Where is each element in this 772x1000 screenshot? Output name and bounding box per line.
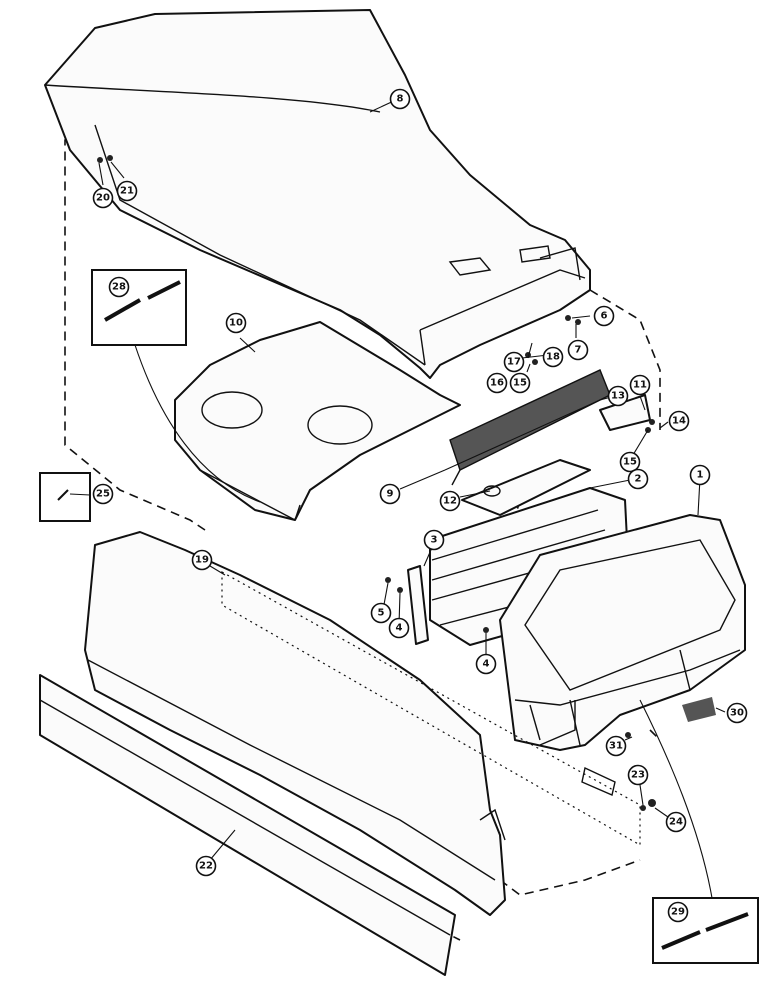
svg-text:15: 15 — [623, 457, 637, 468]
svg-text:13: 13 — [611, 391, 625, 402]
svg-text:8: 8 — [397, 94, 404, 105]
svg-text:15: 15 — [513, 378, 527, 389]
svg-text:25: 25 — [96, 489, 110, 500]
callout-4a: 4 — [388, 617, 410, 639]
callout-19: 19 — [191, 549, 213, 571]
svg-text:5: 5 — [378, 608, 385, 619]
svg-text:17: 17 — [507, 357, 521, 368]
svg-text:9: 9 — [387, 489, 394, 500]
callout-20: 20 — [92, 187, 114, 209]
inset-28 — [91, 269, 261, 503]
svg-text:21: 21 — [120, 186, 134, 197]
svg-text:29: 29 — [671, 907, 685, 918]
svg-text:23: 23 — [631, 770, 645, 781]
svg-text:1: 1 — [697, 470, 704, 481]
callout-18: 18 — [542, 346, 564, 368]
callout-28: 28 — [108, 276, 130, 298]
callout-21: 21 — [116, 180, 138, 202]
svg-text:14: 14 — [672, 416, 686, 427]
callout-10: 10 — [225, 312, 247, 334]
svg-text:6: 6 — [601, 311, 608, 322]
svg-text:30: 30 — [730, 708, 744, 719]
inset-29 — [639, 699, 759, 964]
callout-30: 30 — [726, 702, 748, 724]
callout-31: 31 — [605, 735, 627, 757]
svg-text:18: 18 — [546, 352, 560, 363]
part-12-bracket-and-plate-11 — [461, 394, 651, 516]
callout-22: 22 — [195, 855, 217, 877]
callout-4b: 4 — [475, 653, 497, 675]
svg-text:20: 20 — [96, 193, 110, 204]
callout-13: 13 — [607, 385, 629, 407]
callout-6: 6 — [593, 305, 615, 327]
svg-text:28: 28 — [112, 282, 126, 293]
part-30-label — [682, 697, 716, 722]
svg-text:11: 11 — [633, 380, 647, 391]
inset-25 — [39, 472, 91, 522]
svg-text:2: 2 — [635, 474, 642, 485]
callout-25: 25 — [92, 483, 114, 505]
svg-text:19: 19 — [195, 555, 209, 566]
svg-text:4: 4 — [396, 623, 403, 634]
svg-text:31: 31 — [609, 741, 623, 752]
svg-text:10: 10 — [229, 318, 243, 329]
callout-2: 2 — [627, 468, 649, 490]
callout-12: 12 — [439, 490, 461, 512]
callout-15: 15 — [509, 372, 531, 394]
svg-text:7: 7 — [575, 345, 582, 356]
svg-text:4: 4 — [483, 659, 490, 670]
callout-9: 9 — [379, 483, 401, 505]
svg-text:22: 22 — [199, 861, 213, 872]
svg-text:24: 24 — [669, 817, 683, 828]
callout-labels: 8 20 21 6 7 18 17 16 15 10 28 13 11 14 1… — [92, 88, 748, 923]
callout-15b: 15 — [619, 451, 641, 473]
callout-29: 29 — [667, 901, 689, 923]
part-8-top-hood — [44, 9, 591, 379]
callout-23: 23 — [627, 764, 649, 786]
part-22-bottom-strip — [39, 674, 456, 976]
callout-11: 11 — [629, 374, 651, 396]
callout-17: 17 — [503, 351, 525, 373]
part-1-front-housing — [499, 514, 746, 751]
callout-14: 14 — [668, 410, 690, 432]
part-3-strip — [407, 565, 429, 645]
callout-1: 1 — [689, 464, 711, 486]
svg-text:16: 16 — [490, 378, 504, 389]
part-10-shroud — [174, 321, 461, 521]
svg-text:12: 12 — [443, 496, 457, 507]
callout-16: 16 — [486, 372, 508, 394]
callout-5: 5 — [370, 602, 392, 624]
callout-7: 7 — [567, 339, 589, 361]
svg-text:3: 3 — [431, 535, 438, 546]
callout-3: 3 — [423, 529, 445, 551]
callout-8: 8 — [389, 88, 411, 110]
part-19-side-panel — [84, 531, 641, 916]
callout-24: 24 — [665, 811, 687, 833]
